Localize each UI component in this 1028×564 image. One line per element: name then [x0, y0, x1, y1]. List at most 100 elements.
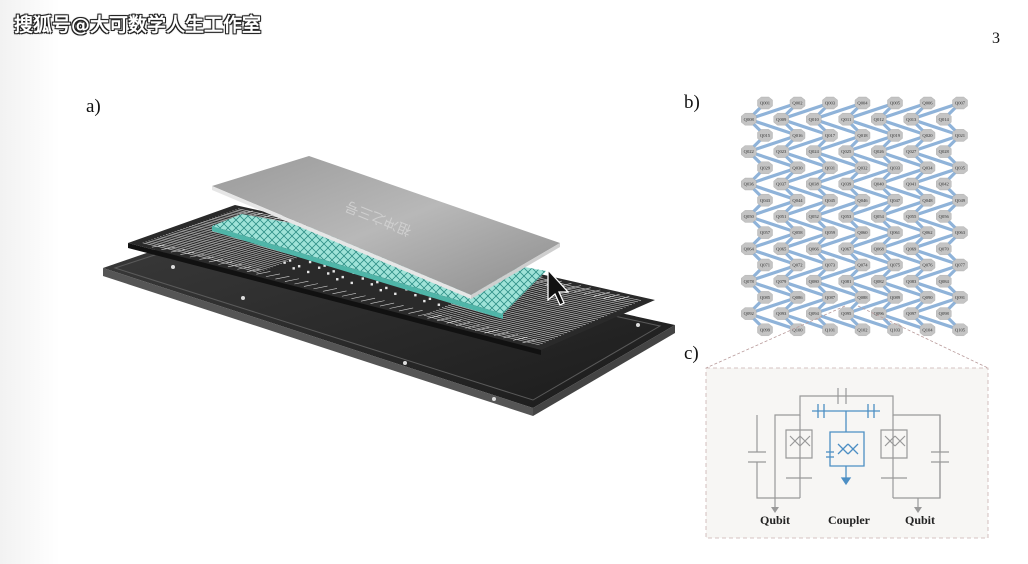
qubit-node: [887, 323, 903, 336]
mount-hole: [403, 361, 407, 365]
qubit-id-label: Q064: [744, 246, 755, 251]
bump-pad: [317, 266, 321, 269]
wire-trace: [438, 308, 556, 339]
coupler-link: [909, 247, 962, 267]
coupler-link: [877, 247, 930, 267]
qubit-node: [903, 112, 919, 126]
qubit-node: [952, 291, 968, 304]
coupler-link: [779, 214, 832, 235]
qubit-id-label: Q025: [841, 149, 852, 154]
qubit-node: [773, 242, 789, 256]
coupler-link: [844, 150, 897, 170]
qubit-id-label: Q033: [890, 165, 901, 170]
bump-pad: [297, 265, 301, 268]
qubit-id-label: Q020: [922, 133, 933, 138]
qubit-node: [919, 258, 936, 272]
coupler-link: [812, 279, 865, 299]
qubit-id-label: Q080: [809, 279, 820, 284]
qubit-node: [757, 291, 773, 304]
qubit-node: [871, 275, 887, 288]
coupler-link: [909, 279, 962, 299]
coupler-link: [877, 214, 930, 235]
coupler-link: [844, 133, 897, 154]
qubit-id-label: Q051: [776, 214, 787, 219]
qubit-node: [789, 258, 806, 272]
qubit-node: [838, 177, 854, 191]
bump-pad: [323, 264, 326, 267]
qubit-node: [741, 145, 757, 158]
qubit-id-label: Q047: [890, 198, 901, 203]
qubit-node: [903, 275, 919, 288]
qubit-node: [854, 129, 871, 142]
coupler-link: [747, 295, 800, 316]
mount-hole: [171, 265, 175, 269]
qubit-id-label: Q083: [906, 279, 917, 284]
bump-pad: [385, 286, 388, 290]
qubit-node: [952, 96, 968, 110]
qubit-node: [919, 226, 936, 239]
qubit-id-label: Q103: [890, 327, 901, 332]
coupler-link: [747, 279, 800, 299]
qubit-node: [919, 193, 936, 207]
qubit-id-label: Q009: [776, 117, 787, 122]
qubit-id-label: Q024: [809, 149, 820, 154]
coupler-link: [812, 231, 865, 251]
qubit-node: [789, 161, 806, 175]
qubit-node: [773, 145, 789, 158]
coupler-link: [747, 166, 800, 186]
wire-trace: [465, 324, 480, 329]
qubit-id-label: Q090: [922, 295, 933, 300]
coupler-link: [909, 295, 962, 316]
qubit-id-label: Q101: [825, 327, 836, 332]
coupler-link: [844, 247, 897, 267]
coupler-link: [909, 198, 962, 218]
wire-trace: [398, 307, 414, 312]
zoom-line-left: [705, 305, 846, 369]
qubit-id-label: Q053: [841, 214, 852, 219]
qubit-id-label: Q035: [955, 165, 966, 170]
coupler-link: [779, 166, 832, 186]
qubit-node: [919, 323, 936, 336]
base-plate-edge-front: [103, 268, 533, 416]
wire-trace: [429, 312, 546, 343]
wire-trace: [159, 236, 277, 267]
coupler-link: [877, 198, 930, 218]
qubit-node: [936, 307, 952, 320]
qubit-node: [952, 161, 968, 175]
qubit-id-label: Q002: [792, 101, 803, 106]
qubit-id-label: Q075: [890, 263, 901, 268]
qubit-node: [903, 145, 919, 158]
coupler-link: [844, 231, 897, 251]
qubit-id-label: Q057: [760, 230, 771, 235]
qubit-node: [952, 193, 968, 207]
qubit-id-label: Q094: [809, 311, 820, 316]
coupler-link: [844, 182, 897, 202]
bump-pad: [414, 293, 417, 297]
coupler-link: [779, 247, 832, 267]
qubit-node: [773, 210, 789, 223]
qubit-id-label: Q039: [841, 182, 852, 187]
bump-pad: [327, 272, 330, 275]
qubit-id-label: Q010: [809, 117, 820, 122]
qubit-id-label: Q048: [922, 198, 933, 203]
qubit-id-label: Q008: [744, 117, 755, 122]
qubit-node: [936, 177, 952, 191]
qubit-id-label: Q087: [825, 295, 836, 300]
wire-trace: [237, 266, 252, 270]
qubit-id-label: Q085: [760, 295, 771, 300]
coupler-link: [812, 214, 865, 235]
qubit-junctions: [789, 435, 906, 447]
wire-trace: [165, 234, 283, 264]
qubit-id-label: Q105: [955, 327, 966, 332]
wire-trace: [408, 310, 423, 314]
qubit-id-label: Q072: [792, 263, 803, 268]
wire-trace: [208, 259, 223, 263]
wire-trace: [189, 254, 204, 258]
qubit-id-label: Q065: [776, 246, 787, 251]
qubit-id-label: Q013: [906, 117, 917, 122]
qubit-node: [806, 242, 822, 256]
qubit-node: [773, 177, 789, 191]
coupler-link: [812, 263, 865, 283]
qubit-id-label: Q026: [874, 149, 885, 154]
qubit-node: [854, 193, 871, 207]
